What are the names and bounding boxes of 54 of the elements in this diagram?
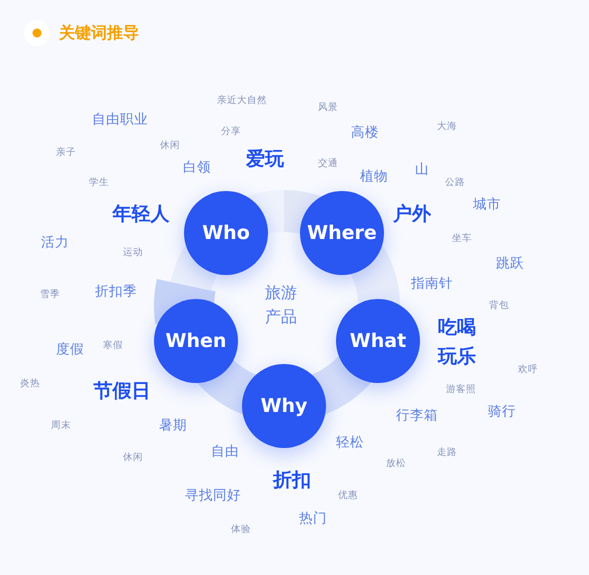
keyword-text: 公路: [445, 177, 465, 189]
keyword-text: 城市: [473, 196, 501, 214]
keyword-text: 暑期: [159, 418, 187, 434]
keyword-text: 学生: [89, 177, 109, 189]
keyword-text: 寒假: [103, 340, 123, 352]
keyword-text: 爱玩: [246, 148, 284, 172]
keyword-text: 活力: [41, 234, 69, 252]
category-label: What: [350, 330, 406, 352]
keyword-text: 优惠: [338, 490, 358, 502]
keyword-text: 山: [415, 162, 429, 178]
keyword-text: 自由职业: [92, 112, 148, 128]
keyword-text: 运动: [123, 247, 143, 259]
keyword-text: 高楼: [351, 124, 379, 142]
category-label: When: [166, 330, 226, 352]
keyword-text: 白领: [183, 160, 211, 176]
keyword-text: 游客照: [446, 384, 476, 396]
keyword-text: 亲子: [56, 147, 76, 159]
keyword-text: 自由: [211, 444, 239, 460]
keyword-text: 折扣: [273, 469, 311, 493]
keyword-text: 周末: [51, 420, 71, 432]
keyword-text: 年轻人: [112, 203, 170, 227]
keyword-text: 休闲: [160, 140, 180, 152]
category-label: Who: [202, 222, 250, 244]
keyword-text: 体验: [231, 524, 251, 536]
keyword-text: 热门: [299, 510, 327, 528]
keyword-text: 大海: [437, 121, 457, 133]
keyword-text: 节假日: [94, 380, 150, 404]
center-label: 旅游产品: [265, 282, 298, 328]
keyword-text: 雪季: [40, 289, 60, 301]
keyword-text: 坐车: [452, 233, 472, 245]
keyword-text: 寻找同好: [185, 488, 241, 504]
keyword-text: 炎热: [20, 378, 40, 390]
keyword-text: 欢呼: [518, 364, 538, 376]
keyword-text: 行李箱: [396, 408, 438, 424]
keyword-text: 户外: [393, 203, 431, 227]
keyword-text: 吃喝玩乐: [438, 316, 478, 369]
keyword-text: 指南针: [411, 276, 453, 292]
keyword-text: 风景: [318, 102, 338, 114]
keyword-text: 休闲: [123, 452, 143, 464]
keyword-text: 植物: [360, 168, 388, 186]
keyword-text: 跳跃: [496, 256, 524, 272]
category-label: Why: [260, 396, 308, 416]
title: 关键词推导: [59, 23, 139, 42]
keyword-text: 走路: [437, 447, 457, 459]
keyword-text: 背包: [489, 300, 509, 312]
keyword-text: 度假: [56, 342, 84, 358]
keyword-text: 折扣季: [95, 284, 137, 300]
keyword-text: 交通: [318, 158, 338, 170]
keyword-text: 骑行: [488, 404, 516, 420]
keyword-text: 放松: [386, 458, 406, 470]
keyword-text: 轻松: [336, 434, 364, 452]
category-label: Where: [307, 222, 377, 244]
keyword-text: 亲近大自然: [217, 95, 267, 107]
keyword-text: 分享: [221, 126, 241, 138]
